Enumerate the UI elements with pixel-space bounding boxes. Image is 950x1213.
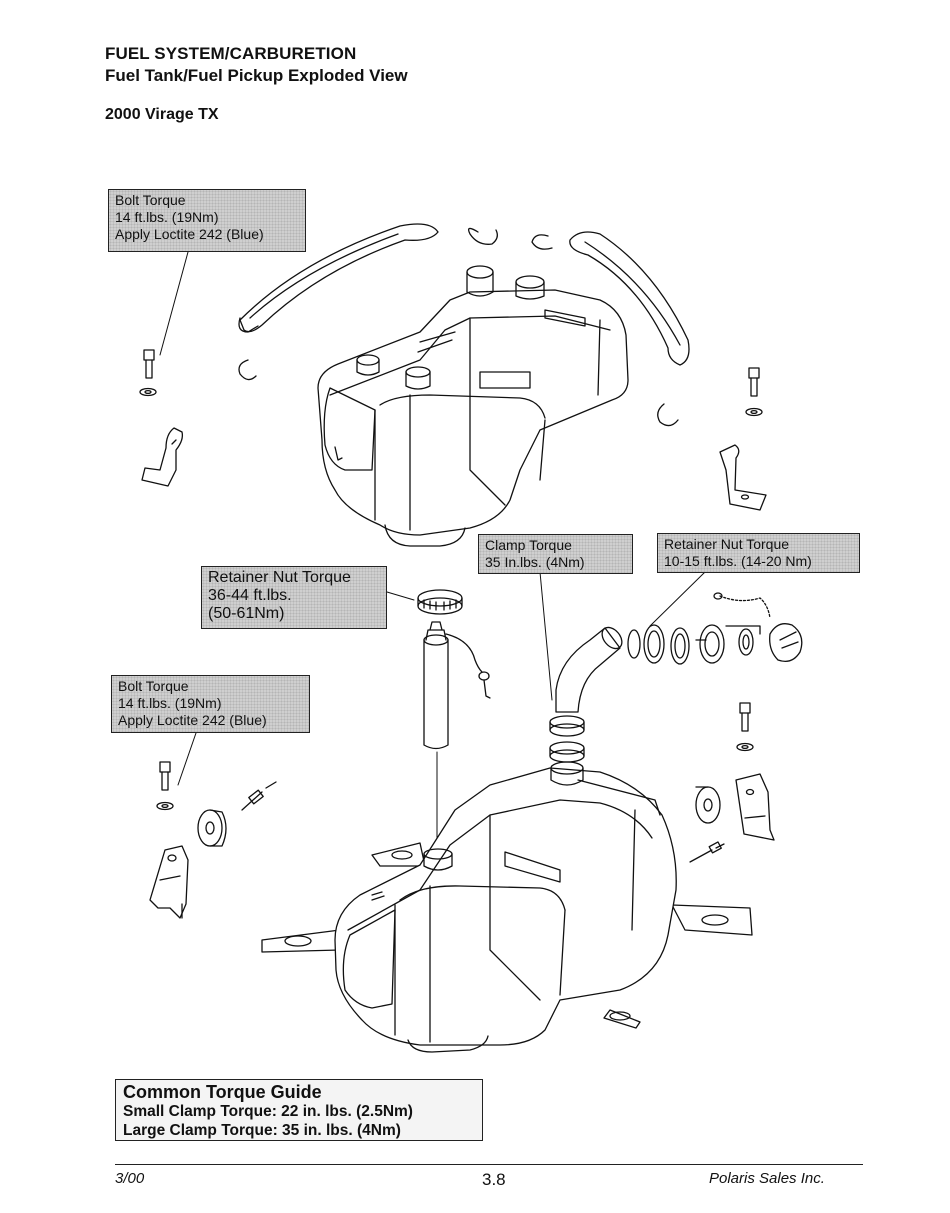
common-torque-guide: Common Torque Guide Small Clamp Torque: …: [115, 1079, 483, 1141]
callout-line: Clamp Torque: [485, 537, 572, 553]
callout-line: Retainer Nut Torque: [664, 536, 790, 552]
callout-line: Apply Loctite 242 (Blue): [115, 226, 264, 242]
filler-hose: [555, 626, 623, 713]
page-title: Fuel Tank/Fuel Pickup Exploded View: [105, 66, 408, 85]
filler-neck-cap-assembly: [643, 592, 803, 665]
retainer-nut-torque-callout-left: Retainer Nut Torque 36-44 ft.lbs. (50-61…: [201, 566, 387, 629]
mounting-bracket: [141, 427, 767, 511]
fuel-pickup: [423, 621, 491, 851]
callout-line: Apply Loctite 242 (Blue): [118, 712, 267, 728]
mounting-bracket: [149, 773, 775, 919]
rubber-bushing: [197, 786, 721, 847]
section-title: FUEL SYSTEM/CARBURETION: [105, 44, 357, 63]
model-name: 2000 Virage TX: [105, 106, 219, 123]
retainer-nut: [417, 589, 463, 615]
callout-line: 14 ft.lbs. (19Nm): [118, 695, 222, 711]
torque-guide-row: Large Clamp Torque: 35 in. lbs. (4Nm): [123, 1122, 401, 1139]
hook-clip: [238, 227, 679, 427]
torque-guide-title: Common Torque Guide: [123, 1082, 322, 1102]
page-number: 3.8: [482, 1170, 506, 1189]
bolt: [139, 349, 763, 417]
bolt: [156, 702, 754, 811]
bolt-torque-callout-top: Bolt Torque 14 ft.lbs. (19Nm) Apply Loct…: [108, 189, 306, 252]
torque-guide-row: Small Clamp Torque: 22 in. lbs. (2.5Nm): [123, 1103, 413, 1120]
retainer-nut-torque-callout-right: Retainer Nut Torque 10-15 ft.lbs. (14-20…: [657, 533, 860, 573]
tank-strap-left: [238, 223, 439, 333]
callout-line: 35 In.lbs. (4Nm): [485, 554, 585, 570]
vent-valve: [241, 781, 725, 863]
upper-fuel-tank: [317, 265, 629, 547]
callout-line: (50-61Nm): [208, 605, 285, 622]
callout-line: Bolt Torque: [118, 678, 189, 694]
bolt-torque-callout-bottom: Bolt Torque 14 ft.lbs. (19Nm) Apply Loct…: [111, 675, 310, 733]
footer-date: 3/00: [115, 1170, 145, 1187]
footer-company: Polaris Sales Inc.: [709, 1170, 825, 1187]
callout-line: 10-15 ft.lbs. (14-20 Nm): [664, 553, 812, 569]
callout-line: Bolt Torque: [115, 192, 186, 208]
tank-strap-right: [569, 231, 690, 366]
lower-fuel-tank: [261, 761, 753, 1053]
callout-line: Retainer Nut Torque: [208, 569, 351, 586]
clamp-torque-callout: Clamp Torque 35 In.lbs. (4Nm): [478, 534, 633, 574]
callout-line: 14 ft.lbs. (19Nm): [115, 209, 219, 225]
footer-divider: [115, 1164, 863, 1165]
callout-line: 36-44 ft.lbs.: [208, 587, 292, 604]
